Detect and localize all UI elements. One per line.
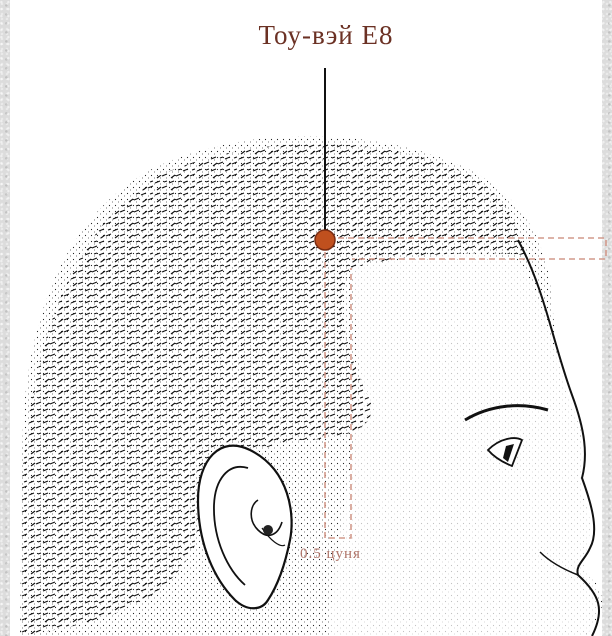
- acupoint-marker[interactable]: [315, 230, 335, 250]
- measurement-label: 0.5 цуня: [300, 546, 361, 563]
